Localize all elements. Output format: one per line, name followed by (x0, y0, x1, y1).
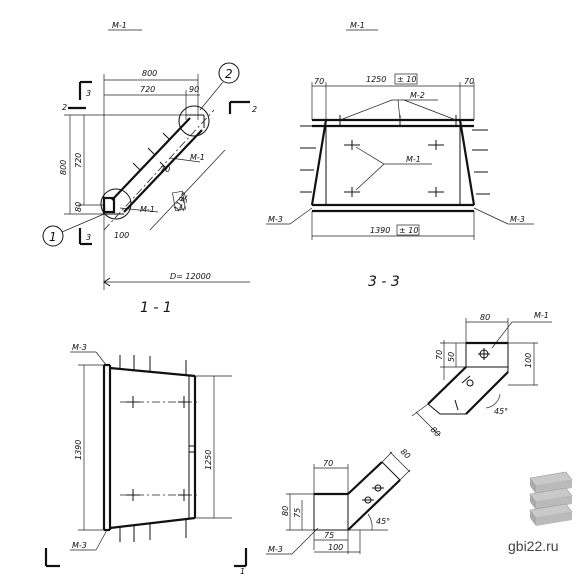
mark-m3-top: М-3 (72, 343, 87, 352)
dim-90: 90 (189, 85, 199, 94)
dim-720-vertical: 720 (74, 153, 83, 168)
mark-m3-bottom: М-3 (72, 541, 87, 550)
view-title: М-1 (112, 21, 127, 30)
dim-1390-vertical: 1390 (74, 440, 83, 460)
angle-45-upper: 45° (494, 407, 508, 416)
view-detail-lower: 70 80 75 75 100 80 45° М-3 (266, 447, 413, 555)
mark-m1-right: М-1 (406, 155, 421, 164)
dim-1250-vertical: 1250 (204, 450, 213, 470)
dim-tolerance-10-bottom: ± 10 (399, 226, 418, 235)
view-detail-upper: 80 М-1 70 50 100 80 45° (411, 311, 552, 439)
section-mark-3-bottom: 3 (86, 233, 91, 242)
dim-100: 100 (114, 231, 129, 240)
dim-1390: 1390 (370, 226, 390, 235)
mark-m1-lower: М-1 (140, 205, 155, 214)
callout-circle-2 (218, 62, 240, 84)
callout-1: 1 (49, 230, 57, 244)
view-top-right: М-1 70 1250 ± 10 70 (266, 21, 534, 290)
dim-70-detail: 70 (435, 350, 444, 360)
dim-80-lower-slant: 80 (399, 447, 413, 461)
section-label-3-3: 3 - 3 (368, 274, 400, 290)
dim-80-detail: 80 (480, 313, 490, 322)
dim-radius-12000: D= 12000 (170, 272, 211, 281)
dim-70-left: 70 (314, 77, 324, 86)
mark-m1-detail: М-1 (534, 311, 549, 320)
view-top-left: М-1 800 720 90 800 720 80 3 3 2 2 (42, 21, 257, 290)
callout-2: 2 (225, 67, 233, 81)
section-arrow-1: 1 (240, 567, 245, 575)
dim-1250: 1250 (366, 75, 386, 84)
dim-80-vertical: 80 (74, 202, 83, 212)
dim-100-lower-horizontal: 100 (328, 543, 343, 552)
dim-70-lower: 70 (323, 459, 333, 468)
dim-800-vertical: 800 (59, 160, 68, 175)
mark-m3-lower: М-3 (268, 545, 283, 554)
callout-circle-1 (42, 225, 64, 247)
mark-m2: М-2 (410, 91, 425, 100)
dim-100-detail: 100 (524, 353, 533, 368)
section-mark-2-left: 2 (62, 103, 67, 112)
dim-720: 720 (140, 85, 155, 94)
view-bottom-left: 1 - 1 1390 (44, 300, 248, 575)
section-mark-3-top: 3 (86, 89, 91, 98)
watermark-logo (529, 471, 573, 526)
dim-70-member: 70 (160, 165, 170, 174)
dim-80-lower-vertical: 80 (281, 506, 290, 516)
view-title-right: М-1 (350, 21, 365, 30)
mark-m1-upper: М-1 (190, 153, 205, 162)
dim-tolerance-10-top: ± 10 (397, 75, 416, 84)
mark-m3-left: М-3 (268, 215, 283, 224)
angle-45-lower: 45° (376, 517, 390, 526)
dim-75-lower-horizontal: 75 (324, 531, 334, 540)
section-label-1-1: 1 - 1 (140, 300, 172, 316)
dim-50-detail: 50 (447, 352, 456, 362)
watermark-text: gbi22.ru (508, 538, 559, 554)
dim-800: 800 (142, 69, 157, 78)
dim-75-lower-vertical: 75 (293, 508, 302, 518)
dim-70-right: 70 (464, 77, 474, 86)
mark-m3-right: М-3 (510, 215, 525, 224)
section-mark-2-right: 2 (252, 105, 257, 114)
